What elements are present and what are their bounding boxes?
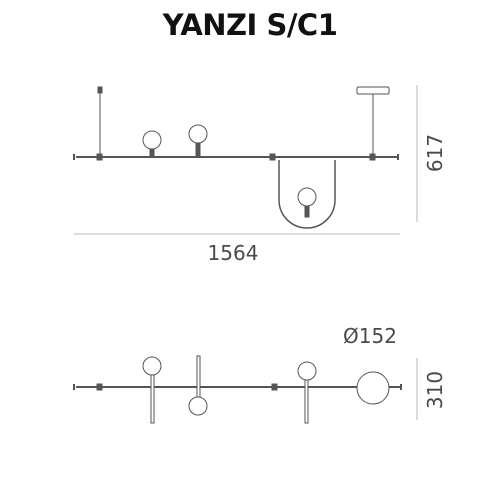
globe-1-socket: [149, 148, 155, 158]
width-dimension: 1564: [208, 241, 259, 265]
top-rod-joint-2: [271, 383, 278, 391]
top-canopy: [356, 371, 390, 405]
top-rod-joint-1: [96, 383, 103, 391]
depth-dimension: 310: [423, 371, 447, 409]
top-globe-1: [142, 356, 162, 376]
top-globe-2: [188, 396, 208, 416]
globe-1: [142, 130, 162, 150]
globe-2: [188, 124, 208, 144]
top-globe-3: [297, 361, 317, 381]
top-arm-1: [150, 374, 155, 424]
cable-clamp: [97, 86, 103, 94]
rod-joint-3: [369, 153, 376, 161]
diameter-dimension: Ø152: [343, 324, 397, 348]
top-view: [73, 355, 402, 424]
height-dimension: 617: [423, 134, 447, 172]
ceiling-canopy: [356, 86, 390, 95]
globe-2-socket: [195, 142, 201, 158]
product-title: YANZI S/C1: [162, 8, 338, 42]
top-arm-3: [304, 379, 309, 424]
u-arm: [278, 160, 336, 229]
rod-joint-2: [269, 153, 276, 161]
rod-joint-1: [96, 153, 103, 161]
globe-3: [297, 187, 317, 207]
front-view: [73, 86, 399, 229]
globe-3-socket: [304, 205, 310, 218]
top-arm-2: [196, 355, 201, 398]
